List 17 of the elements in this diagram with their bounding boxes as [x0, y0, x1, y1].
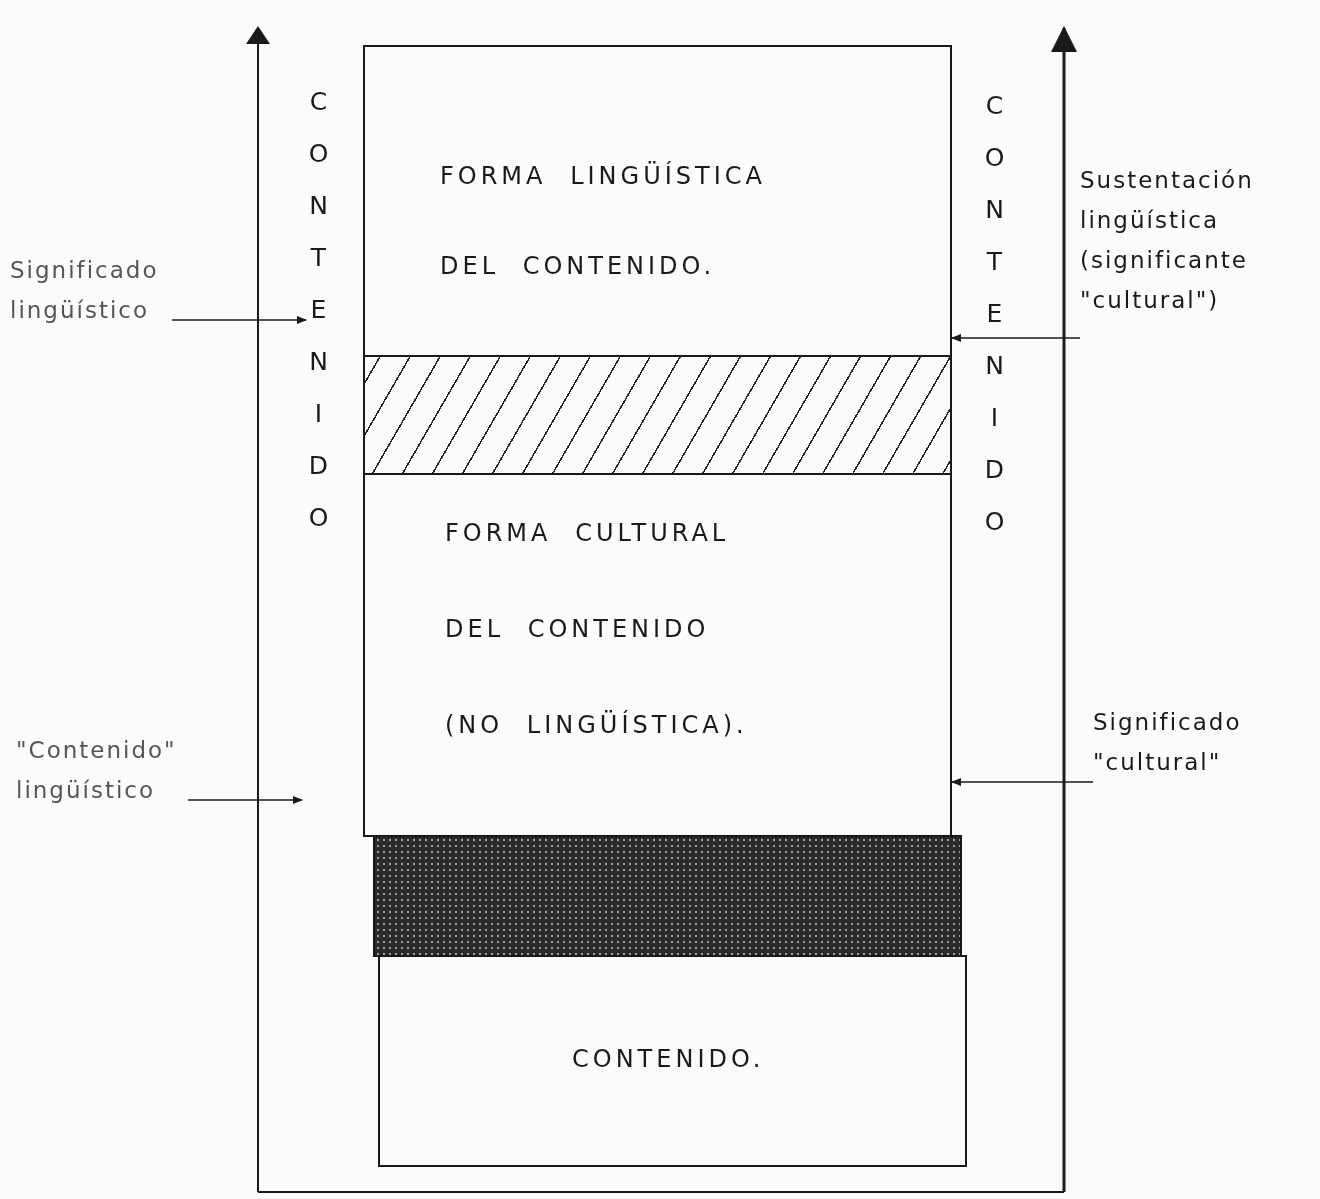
box-text: FORMA CULTURAL DEL CONTENIDO (NO LINGÜÍSTICA). — [445, 518, 749, 741]
side-note: Significado "cultural" — [1093, 702, 1303, 782]
arrow — [950, 777, 1094, 787]
layer-box — [378, 955, 967, 1167]
arrow — [950, 333, 1081, 343]
dotted-band — [373, 835, 962, 957]
arrow — [187, 795, 304, 805]
side-note: Sustentación lingüística (significante "cultural") — [1080, 160, 1315, 320]
vertical-label: CONTENIDO — [983, 90, 1006, 538]
layer-box — [363, 45, 952, 357]
hatched-band — [363, 355, 952, 475]
arrow — [171, 315, 308, 325]
box-text: CONTENIDO. — [572, 1044, 766, 1075]
box-text: FORMA LINGÜÍSTICA DEL CONTENIDO. — [440, 160, 767, 282]
side-note: Significado lingüístico — [10, 250, 172, 330]
side-note: "Contenido" lingüístico — [16, 730, 188, 810]
vertical-label: CONTENIDO — [306, 76, 331, 544]
